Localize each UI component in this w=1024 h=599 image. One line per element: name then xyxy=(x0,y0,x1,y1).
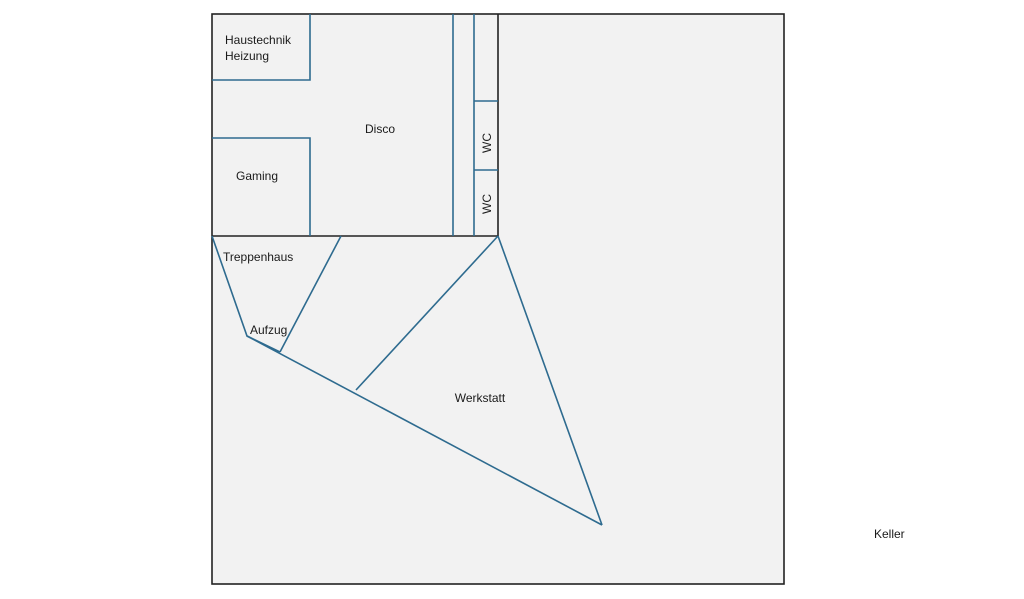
room-label-heizung: Heizung xyxy=(225,49,269,63)
werkstatt-right-wall xyxy=(497,235,603,526)
werkstatt-left-wall xyxy=(355,235,499,391)
room-label-gaming: Gaming xyxy=(236,169,278,183)
aufzug-wall xyxy=(279,235,342,353)
room-label-disco: Disco xyxy=(365,122,395,136)
room-label-aufzug: Aufzug xyxy=(250,323,287,337)
room-label-treppenhaus: Treppenhaus xyxy=(223,250,293,264)
floor-level-label: Keller xyxy=(874,527,905,541)
werkstatt-bottom-wall xyxy=(246,335,603,526)
gaming-walls xyxy=(212,137,311,236)
room-label-haustechnik: Haustechnik xyxy=(225,33,292,47)
room-label-werkstatt: Werkstatt xyxy=(455,391,506,405)
haustechnik-walls xyxy=(212,14,311,81)
room-label-wc-lower: WC xyxy=(480,194,494,214)
room-label-wc-upper: WC xyxy=(480,133,494,153)
